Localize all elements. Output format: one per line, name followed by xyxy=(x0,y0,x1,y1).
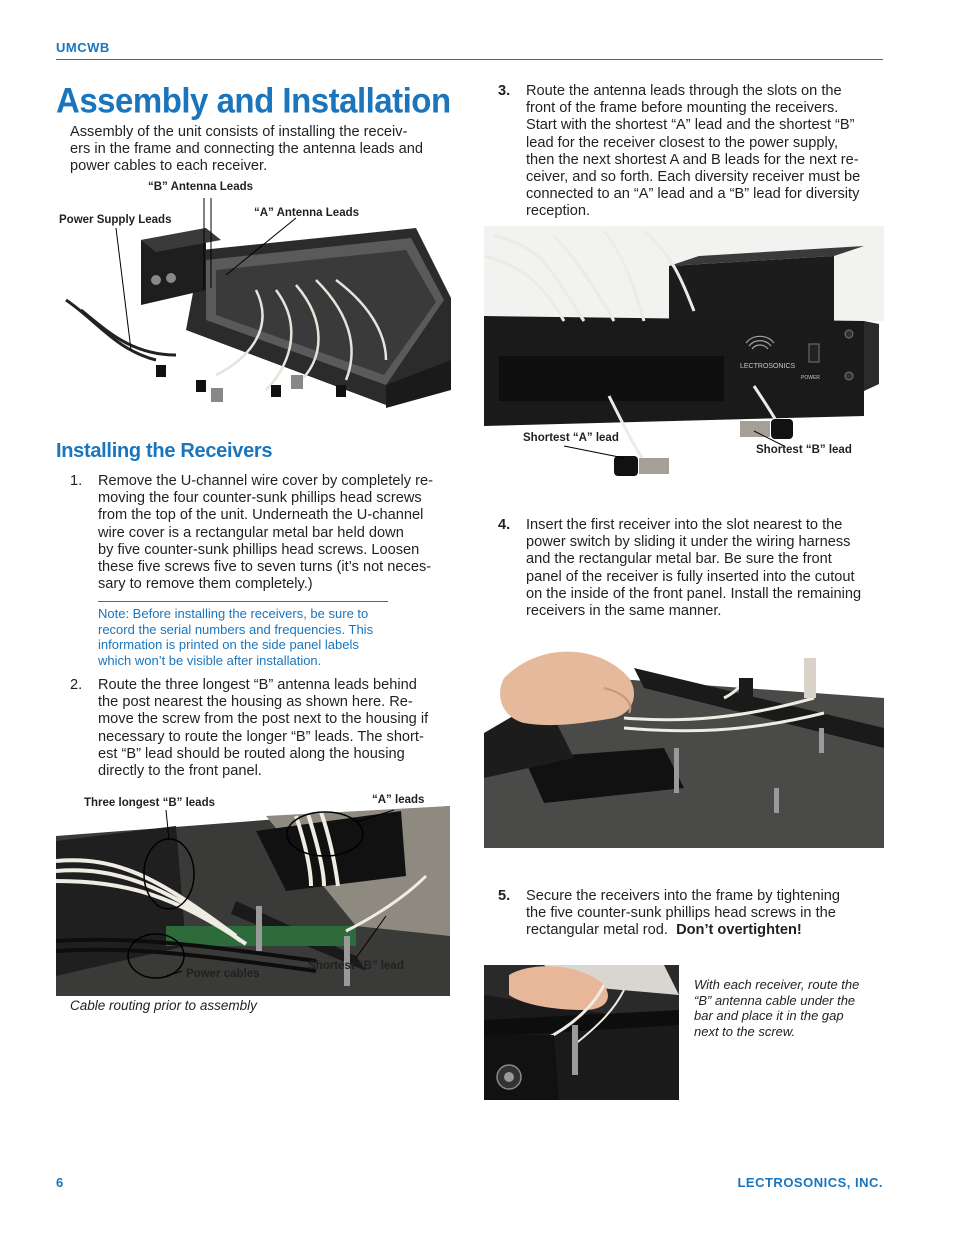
note-box: Note: Before installing the receivers, b… xyxy=(98,606,374,668)
figure-insert-receiver xyxy=(484,638,884,848)
step-1-text: Remove the U-channel wire cover by compl… xyxy=(98,473,433,593)
note-rule xyxy=(98,601,388,602)
callout-a-antenna-leads: “A” Antenna Leads xyxy=(254,207,360,219)
warning-emphasis: Don’t overtighten! xyxy=(676,922,802,939)
figure-caption: Cable routing prior to assembly xyxy=(70,998,257,1013)
step-3-number: 3. xyxy=(498,83,511,99)
callout-power-cables: Power cables xyxy=(186,968,260,980)
callout-b-antenna-leads: “B” Antenna Leads xyxy=(148,181,254,193)
callout-power-supply-leads: Power Supply Leads xyxy=(59,214,172,226)
brand-label: LECTROSONICS xyxy=(740,363,796,370)
callout-shortest-a-lead: Shortest “A” lead xyxy=(523,432,619,444)
header-rule xyxy=(56,59,883,60)
figure-front-panel: LECTROSONICS POWER xyxy=(484,226,884,491)
step-4-text: Insert the first receiver into the slot … xyxy=(526,517,862,620)
power-label: POWER xyxy=(801,375,820,381)
step-2-text: Route the three longest “B” antenna lead… xyxy=(98,677,429,780)
figure-cable-routing xyxy=(56,786,450,996)
section-heading: Installing the Receivers xyxy=(56,440,273,462)
figure-frame-leads xyxy=(56,180,456,420)
step-4-number: 4. xyxy=(498,517,511,533)
step-3-text: Route the antenna leads through the slot… xyxy=(526,83,861,220)
running-header: UMCWB xyxy=(56,40,110,55)
company-name: LECTROSONICS, INC. xyxy=(737,1175,883,1190)
callout-a-leads: “A” leads xyxy=(372,794,425,806)
step-1-number: 1. xyxy=(70,473,83,489)
page-title: Assembly and Installation xyxy=(56,80,451,120)
callout-shortest-b-lead-2: Shortest “B” lead xyxy=(756,444,852,456)
step-5-number: 5. xyxy=(498,888,511,904)
intro-paragraph: Assembly of the unit consists of install… xyxy=(70,124,423,175)
figure-secure-screws xyxy=(484,965,679,1100)
callout-shortest-b-lead: Shortest “B” lead xyxy=(308,960,404,972)
page-number: 6 xyxy=(56,1175,64,1190)
callout-three-longest-b: Three longest “B” leads xyxy=(84,797,216,809)
step-5-text: Secure the receivers into the frame by t… xyxy=(526,888,840,939)
step-2-number: 2. xyxy=(70,677,83,693)
figure5-caption: With each receiver, route the “B” antenn… xyxy=(694,977,860,1039)
